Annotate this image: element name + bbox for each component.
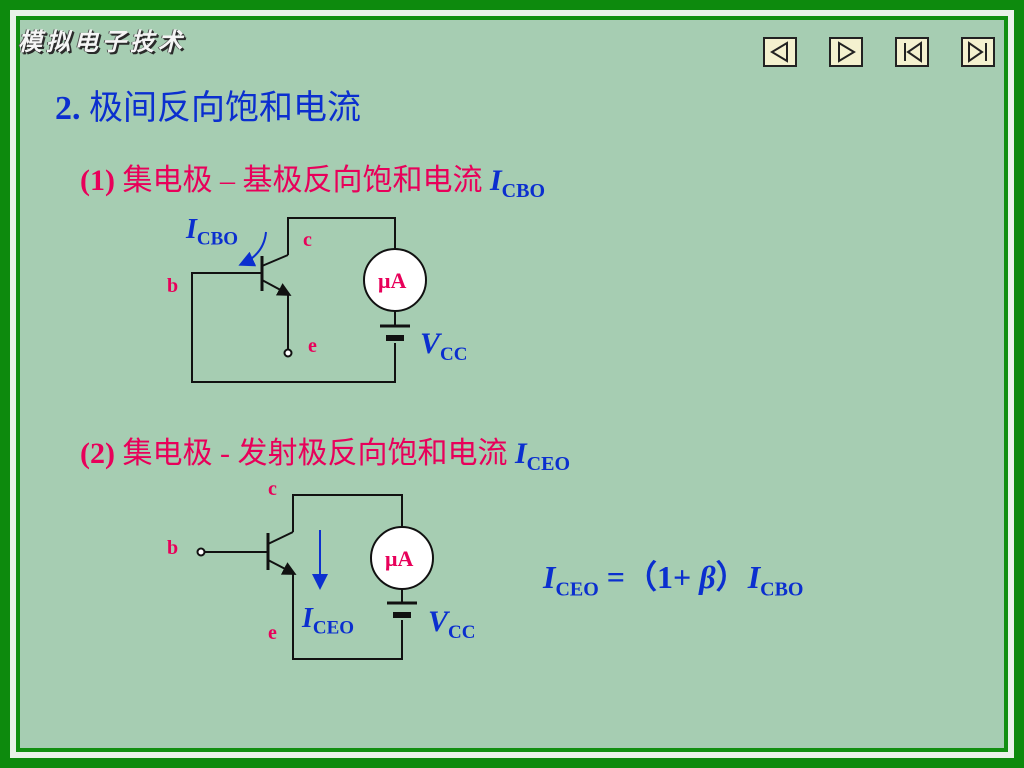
section1-number: (1)	[80, 164, 115, 197]
last-slide-button[interactable]	[961, 37, 995, 67]
c2-meter-label: μA	[385, 546, 414, 571]
c2-base-label: b	[167, 537, 179, 559]
section1-heading: (1) 集电极 – 基极反向饱和电流 ICBO	[80, 155, 545, 203]
iceo-formula: ICEO =（1+ β）ICBO	[543, 552, 803, 601]
c1-current-arrow	[238, 231, 267, 267]
section2-text: 集电极 - 发射极反向饱和电流	[122, 437, 508, 470]
previous-slide-button[interactable]	[763, 37, 797, 67]
c2-collector-label: c	[268, 478, 277, 500]
triangle-left-icon	[770, 41, 788, 63]
section2-number: (2)	[80, 437, 115, 470]
c2-source-label: VCC	[428, 605, 476, 643]
circuit2	[196, 494, 434, 660]
c1-collector-wire	[287, 217, 396, 255]
c2-collector-lead	[267, 531, 294, 545]
slide-title: 2. 极间反向饱和电流	[55, 80, 361, 129]
c2-emitter-label: e	[268, 622, 277, 644]
title-text: 极间反向饱和电流	[89, 90, 361, 127]
c2-emitter-loop-wire	[292, 573, 403, 660]
c2-current-label: ICEO	[302, 603, 355, 639]
formula-lhs-sub: CEO	[555, 578, 599, 601]
first-slide-button[interactable]	[895, 37, 929, 67]
title-number: 2.	[55, 90, 81, 127]
formula-lhs: I	[543, 559, 556, 595]
c1-emitter-label: e	[308, 335, 317, 357]
section1-text: 集电极 – 基极反向饱和电流	[122, 164, 483, 197]
c1-collector-label: c	[303, 229, 312, 251]
section2-symbol: ICEO	[514, 437, 571, 475]
circuit1	[191, 217, 427, 383]
c2-collector-wire	[292, 494, 403, 532]
c1-meter-label: μA	[378, 268, 407, 293]
c1-current-label: ICBO	[186, 214, 239, 250]
c1-base-label: b	[167, 275, 179, 297]
c2-emitter-lead	[267, 559, 297, 575]
formula-middle: =（1+	[598, 559, 700, 595]
section1-symbol: ICBO	[489, 164, 546, 202]
c1-base-loop-wire	[191, 272, 396, 383]
formula-rhs: I	[747, 559, 761, 595]
course-logo: 模拟电子技术	[18, 27, 186, 56]
c1-emitter-terminal	[283, 348, 293, 358]
triangle-right-icon	[838, 41, 856, 63]
formula-beta: β	[699, 559, 716, 595]
skip-last-icon	[968, 41, 987, 63]
skip-first-icon	[904, 41, 922, 63]
formula-close: ）	[715, 559, 748, 595]
c2-meter	[370, 526, 434, 590]
slide-canvas	[20, 20, 1004, 748]
c1-emitter-lead	[261, 279, 292, 296]
c1-collector-lead	[261, 254, 289, 267]
next-slide-button[interactable]	[829, 37, 863, 67]
c1-meter	[363, 248, 427, 312]
c1-source-label: VCC	[420, 327, 468, 365]
formula-rhs-sub: CBO	[760, 578, 804, 601]
section2-heading: (2) 集电极 - 发射极反向饱和电流 ICEO	[80, 428, 570, 476]
c2-base-terminal	[196, 547, 206, 557]
